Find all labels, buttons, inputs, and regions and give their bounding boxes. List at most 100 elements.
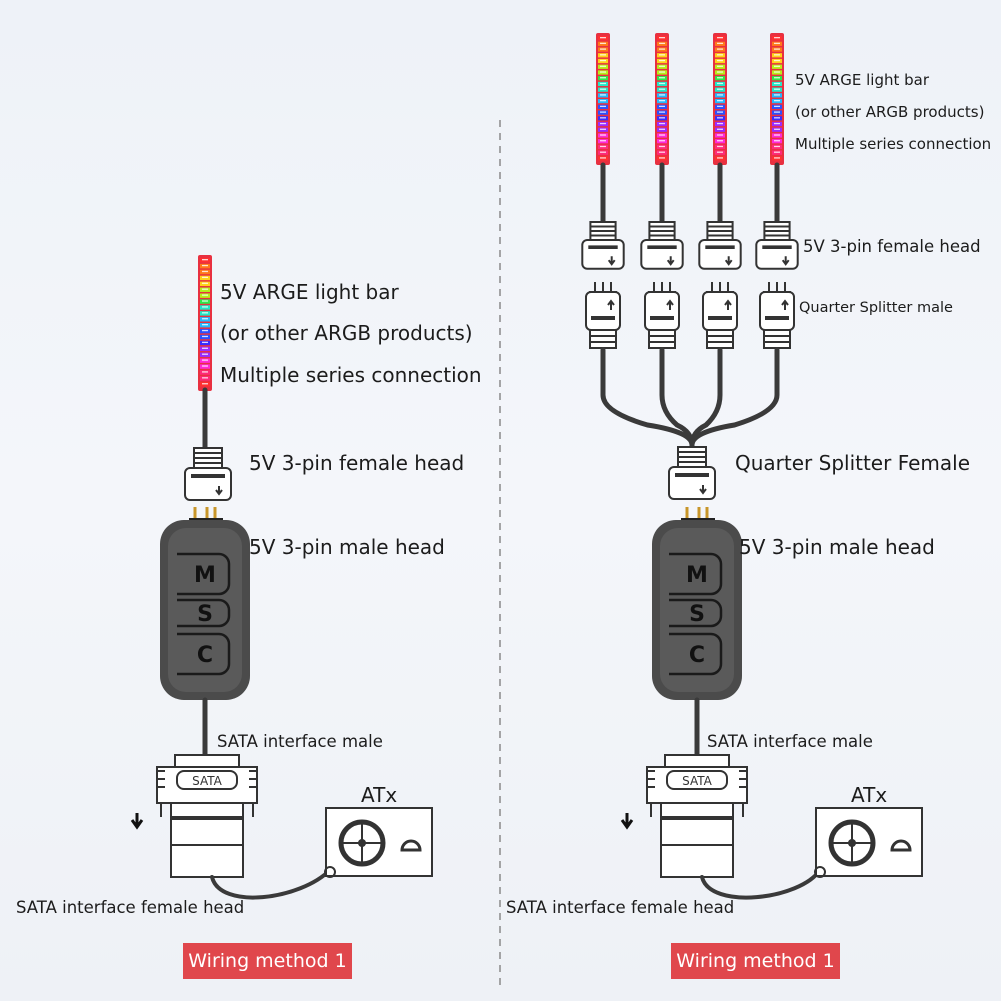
- led-highlight: [600, 42, 606, 45]
- gold-pin: [205, 507, 209, 521]
- sata-tag: [176, 770, 238, 790]
- led-highlight: [774, 71, 780, 73]
- slot: [588, 245, 618, 249]
- led-highlight: [717, 77, 723, 79]
- body: [640, 239, 684, 270]
- left-wiring-method-badge: Wiring method 1: [183, 943, 352, 979]
- led-highlight: [659, 54, 665, 56]
- right-atx-label: ATx: [851, 783, 888, 807]
- led-highlight: [600, 54, 606, 56]
- right-atx-cable: [700, 868, 822, 900]
- led-highlight: [202, 264, 208, 267]
- led-highlight: [600, 117, 606, 119]
- mode-button-s[interactable]: S: [197, 602, 213, 627]
- led-highlight: [659, 42, 665, 45]
- led-highlight: [202, 335, 208, 338]
- down-arrow-icon: [130, 813, 144, 830]
- down-arrow-icon: [699, 485, 707, 495]
- led-highlight: [659, 111, 665, 113]
- sata-tag: [666, 770, 728, 790]
- sata-top: [174, 754, 240, 768]
- mode-button-s[interactable]: S: [689, 602, 705, 627]
- led-highlight: [659, 157, 665, 159]
- led-highlight: [202, 341, 208, 344]
- led-highlight: [600, 94, 606, 96]
- led-highlight: [659, 77, 665, 79]
- cable-grommet: [324, 866, 336, 878]
- left-sata-male-label: SATA interface male: [217, 732, 383, 751]
- mode-button-m[interactable]: M: [194, 563, 216, 588]
- right-lightbar-label-2: (or other ARGB products): [795, 103, 985, 121]
- slot: [591, 316, 615, 320]
- right-splitter-male-label: Quarter Splitter male: [799, 300, 953, 316]
- led-highlight: [202, 312, 208, 314]
- led-highlight: [202, 365, 208, 367]
- led-highlight: [774, 54, 780, 56]
- led-highlight: [774, 77, 780, 79]
- led-highlight: [717, 105, 723, 108]
- led-highlight: [600, 48, 606, 50]
- left-female-head-label: 5V 3-pin female head: [249, 451, 465, 475]
- collar: [763, 329, 791, 349]
- led-highlight: [202, 359, 208, 361]
- led-highlight: [659, 71, 665, 73]
- mode-button-c[interactable]: C: [689, 643, 705, 668]
- collar: [589, 329, 617, 349]
- slot: [705, 245, 735, 249]
- led-highlight: [659, 65, 665, 67]
- left-male-head-label: 5V 3-pin male head: [249, 535, 445, 559]
- led-highlight: [659, 59, 665, 62]
- led-highlight: [202, 371, 208, 373]
- led-highlight: [717, 122, 723, 125]
- right-female-head-3: [698, 221, 742, 270]
- right-sata-male-label: SATA interface male: [707, 732, 873, 751]
- right-light-bar-1: [596, 33, 610, 165]
- right-splitter-male-2: [644, 282, 680, 349]
- right-sata-connector: SATA: [620, 754, 748, 878]
- led-highlight: [202, 329, 208, 332]
- slot: [762, 245, 792, 249]
- led-highlight: [774, 128, 780, 130]
- led-highlight: [717, 117, 723, 119]
- mode-button-c[interactable]: C: [197, 643, 213, 668]
- body: [755, 239, 799, 270]
- splitter-cable-2: [659, 347, 695, 448]
- led-highlight: [659, 145, 665, 148]
- led-highlight: [717, 100, 723, 102]
- controller-face: [168, 528, 242, 692]
- sata-female-body: [660, 818, 734, 878]
- body: [184, 467, 232, 501]
- body: [581, 239, 625, 270]
- power-socket-icon: [890, 839, 912, 852]
- cable-grommet: [814, 866, 826, 878]
- led-highlight: [659, 151, 665, 153]
- led-highlight: [717, 145, 723, 148]
- body: [585, 291, 621, 331]
- right-female-head-1: [581, 221, 625, 270]
- led-highlight: [659, 100, 665, 102]
- led-highlight: [659, 122, 665, 125]
- fan-cross: [831, 822, 873, 864]
- up-arrow-icon: [666, 299, 674, 310]
- led-highlight: [600, 100, 606, 102]
- led-highlight: [774, 122, 780, 125]
- led-highlight: [202, 318, 208, 320]
- led-highlight: [600, 128, 606, 130]
- left-sata-female-label: SATA interface female head: [16, 898, 245, 917]
- mode-button-m[interactable]: M: [686, 563, 708, 588]
- led-highlight: [774, 105, 780, 108]
- slot: [675, 473, 709, 477]
- left-atx-psu: [324, 807, 433, 878]
- led-highlight: [202, 288, 208, 290]
- led-highlight: [774, 145, 780, 148]
- body: [702, 291, 738, 331]
- led-highlight: [717, 111, 723, 113]
- led-highlight: [659, 37, 665, 39]
- down-arrow-icon: [666, 256, 675, 266]
- led-highlight: [202, 270, 208, 273]
- body: [759, 291, 795, 331]
- led-highlight: [659, 48, 665, 50]
- left-lightbar-label-3: Multiple series connection: [220, 363, 482, 387]
- led-highlight: [717, 151, 723, 153]
- led-highlight: [717, 42, 723, 45]
